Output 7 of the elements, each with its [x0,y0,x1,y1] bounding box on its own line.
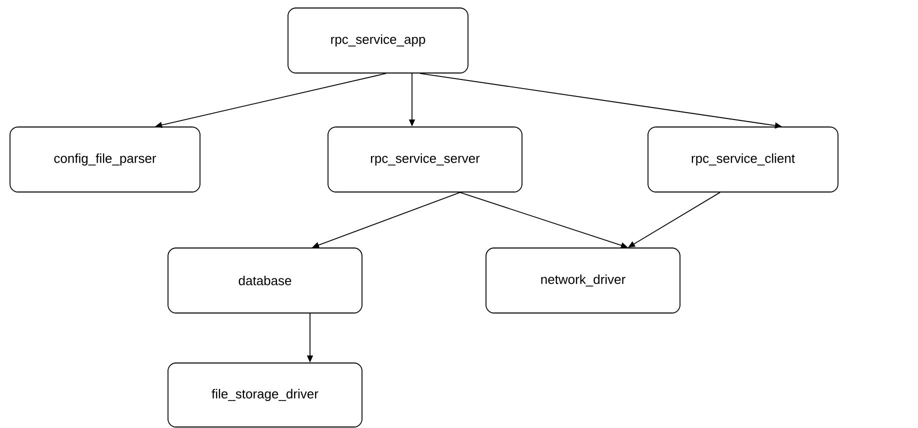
module-box: config_file_parser [10,126,200,192]
module-box: database [168,248,362,314]
module-box: rpc_service_client [648,126,838,192]
module-box: network_driver [486,248,680,314]
module-box: rpc_service_server [328,126,522,192]
module-box: file_storage_driver [168,362,362,428]
module-box: rpc_service_app [288,8,468,74]
